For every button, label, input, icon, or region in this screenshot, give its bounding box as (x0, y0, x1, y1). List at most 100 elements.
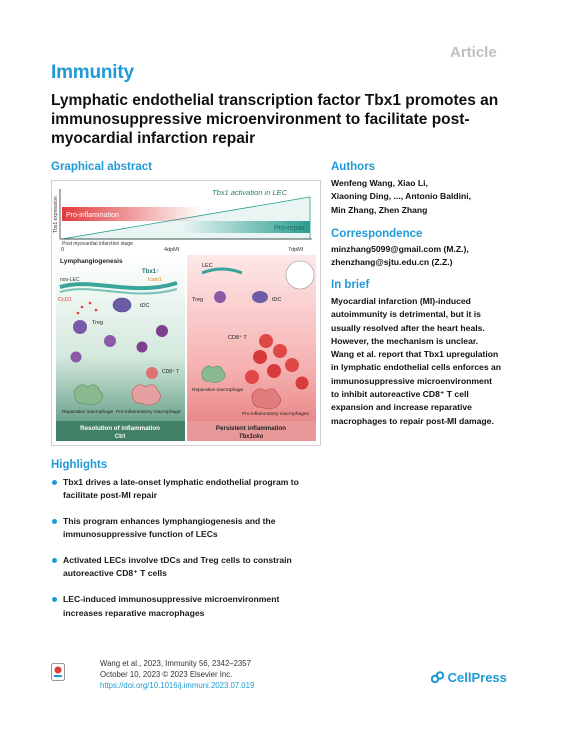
cd8-left-label: CD8⁺ T (162, 369, 179, 375)
correspondence-block: minzhang5099@gmail.com (M.Z.), zhenzhang… (331, 243, 546, 270)
tbx1-up-label: Tbx1↑ (142, 269, 159, 275)
cellpress-logo: CellPress (430, 670, 507, 685)
in-brief-line: in lymphatic endothelial cells enforces … (331, 362, 502, 373)
ccl21-dot-icon (76, 311, 80, 315)
in-brief-line: However, the mechanism is unclear. (331, 335, 479, 346)
nos-lec-label: nos-LEC (60, 277, 80, 283)
authors-line: Wenfeng Wang, Xiao Li, (331, 178, 428, 188)
x-tick-7dpmi: 7dpMI (288, 247, 304, 253)
tdc-left-label: tDC (140, 303, 150, 309)
ccl21-dot-icon (80, 305, 84, 309)
authors-line: Min Zhang, Zhen Zhang (331, 204, 428, 215)
in-brief-line: Myocardial infarction (MI)-induced (331, 296, 471, 306)
in-brief-line: macrophages to repair post-MI damage. (331, 415, 494, 426)
correspondence-email-1[interactable]: minzhang5099@gmail.com (M.Z.), (331, 244, 469, 254)
lymphatic-vessel-icon (59, 281, 178, 291)
highlight-line: LEC-induced immunosuppressive microenvir… (63, 594, 280, 605)
reparative-left-label: Reparative macrophage (62, 409, 114, 415)
persistent-banner (187, 421, 316, 441)
authors-block: Wenfeng Wang, Xiao Li, Xiaoning Ding, ..… (331, 177, 546, 217)
highlight-line: facilitate post-MI repair (63, 490, 158, 501)
proinflammatory-left-label: Pro-inflammatory macrophage (116, 409, 181, 415)
icam1-label: Icam1 (148, 277, 162, 283)
ccl21-label: Ccl21 (58, 297, 72, 303)
highlights-heading: Highlights (51, 459, 108, 471)
tdc-cell-icon (112, 297, 132, 313)
cd8-tcell-icon (253, 350, 267, 364)
in-brief-line: usually resolved after the heart heals. (331, 322, 485, 333)
lec-right-label: LEC (202, 263, 213, 269)
treg-cell-icon (214, 291, 226, 303)
bullet-icon (52, 558, 57, 564)
graphical-abstract-figure: Tbx1 activation in LEC Pro-inflammation … (51, 180, 321, 446)
pro-repair-bar (182, 221, 310, 233)
ctrl-label: Ctrl (115, 434, 126, 440)
treg-left-label: Treg (92, 320, 103, 326)
activation-label: Tbx1 activation in LEC (212, 188, 288, 197)
proinflammatory-right-label: Pro-inflammatory macrophages (242, 411, 310, 417)
treg-right-label: Treg (192, 297, 203, 303)
bullet-icon (52, 597, 57, 603)
timeline-panel: Tbx1 activation in LEC Pro-inflammation … (53, 188, 312, 253)
bullet-icon (52, 480, 57, 485)
lymphangiogenesis-label: Lymphangiogenesis (60, 258, 123, 265)
cd8-right-label: CD8⁺ T (228, 334, 247, 341)
tcell-icon (136, 341, 148, 353)
cd8-tcell-icon (245, 370, 259, 384)
highlight-item: Tbx1 drives a late-onset lymphatic endot… (51, 476, 323, 503)
cd8-tcell-icon (285, 358, 299, 372)
highlight-line: increases reparative macrophages (63, 607, 205, 618)
highlight-item: Activated LECs involve tDCs and Treg cel… (51, 554, 323, 581)
y-axis-label: Tbx1 expression (53, 196, 59, 233)
tdc-right-label: tDC (272, 297, 282, 303)
highlight-item: LEC-induced immunosuppressive microenvir… (51, 593, 323, 620)
resolution-banner (56, 421, 185, 441)
x-axis-label: Post myocardial infarction stage (62, 241, 133, 247)
pro-repair-label: Pro-repair (274, 225, 306, 232)
in-brief-line: immunosuppressive microenvironment (331, 375, 492, 386)
cd8-tcell-icon (267, 364, 281, 378)
ccl21-dot-icon (94, 308, 98, 312)
tcell-icon (70, 351, 82, 363)
tbx1cko-panel: LEC Treg tDC CD8⁺ T Reparative macrophag… (187, 255, 316, 441)
doi-link[interactable]: https://doi.org/10.1016/j.immuni.2023.07… (100, 680, 255, 690)
correspondence-heading: Correspondence (331, 228, 423, 240)
cd8-tcell-icon (146, 367, 158, 379)
in-brief-line: expansion and increase reparative (331, 402, 472, 413)
highlight-line: Activated LECs involve tDCs and Treg cel… (63, 555, 292, 566)
correspondence-email-2[interactable]: zhenzhang@sjtu.edu.cn (Z.Z.) (331, 257, 453, 268)
ctrl-panel: Lymphangiogenesis Tbx1↑ nos-LEC Icam1 Cc… (56, 255, 185, 441)
cd8-tcell-icon (295, 376, 309, 390)
authors-line: Xiaoning Ding, ..., Antonio Baldini, (331, 191, 472, 202)
citation-footer: Wang et al., 2023, Immunity 56, 2342–235… (100, 659, 254, 691)
highlight-line: immunosuppressive function of LECs (63, 529, 218, 540)
cellpress-logo-icon (430, 671, 445, 684)
persistent-label: Persistent inflammation (216, 425, 286, 432)
journal-name: Immunity (51, 62, 134, 83)
resolution-label: Resolution of inflammation (80, 425, 160, 432)
publisher-name: CellPress (447, 670, 507, 685)
highlight-line: autoreactive CD8⁺ T cells (63, 568, 167, 579)
tbx1cko-label: Tbx1cko (239, 434, 264, 440)
check-for-updates-icon[interactable] (51, 663, 65, 681)
proinflammatory-macrophage-icon (131, 384, 161, 406)
tdc-cell-icon (252, 291, 268, 303)
reparative-macrophage-icon (201, 365, 226, 383)
lec-cell-icon (201, 267, 243, 275)
cd8-tcell-icon (273, 344, 287, 358)
x-tick-0: 0 (61, 247, 64, 253)
reparative-macrophage-icon (73, 384, 103, 406)
heart-icon (285, 260, 315, 290)
in-brief-block: Myocardial infarction (MI)-induced autoi… (331, 295, 551, 428)
lymphatic-vessel-inner-icon (59, 288, 178, 295)
in-brief-line: to inhibit autoreactive CD8⁺ T cell (331, 389, 469, 400)
pro-inflammation-bar (62, 207, 202, 221)
proinflammatory-macrophage-icon (251, 388, 281, 410)
in-brief-line: Wang et al. report that Tbx1 upregulatio… (331, 349, 499, 360)
bullet-icon (52, 519, 57, 525)
authors-heading: Authors (331, 161, 376, 173)
highlight-line: Tbx1 drives a late-onset lymphatic endot… (63, 477, 299, 487)
x-tick-4dpmi: 4dpMI (164, 247, 180, 253)
tcell-icon (104, 335, 116, 347)
highlights-list: Tbx1 drives a late-onset lymphatic endot… (51, 476, 323, 632)
